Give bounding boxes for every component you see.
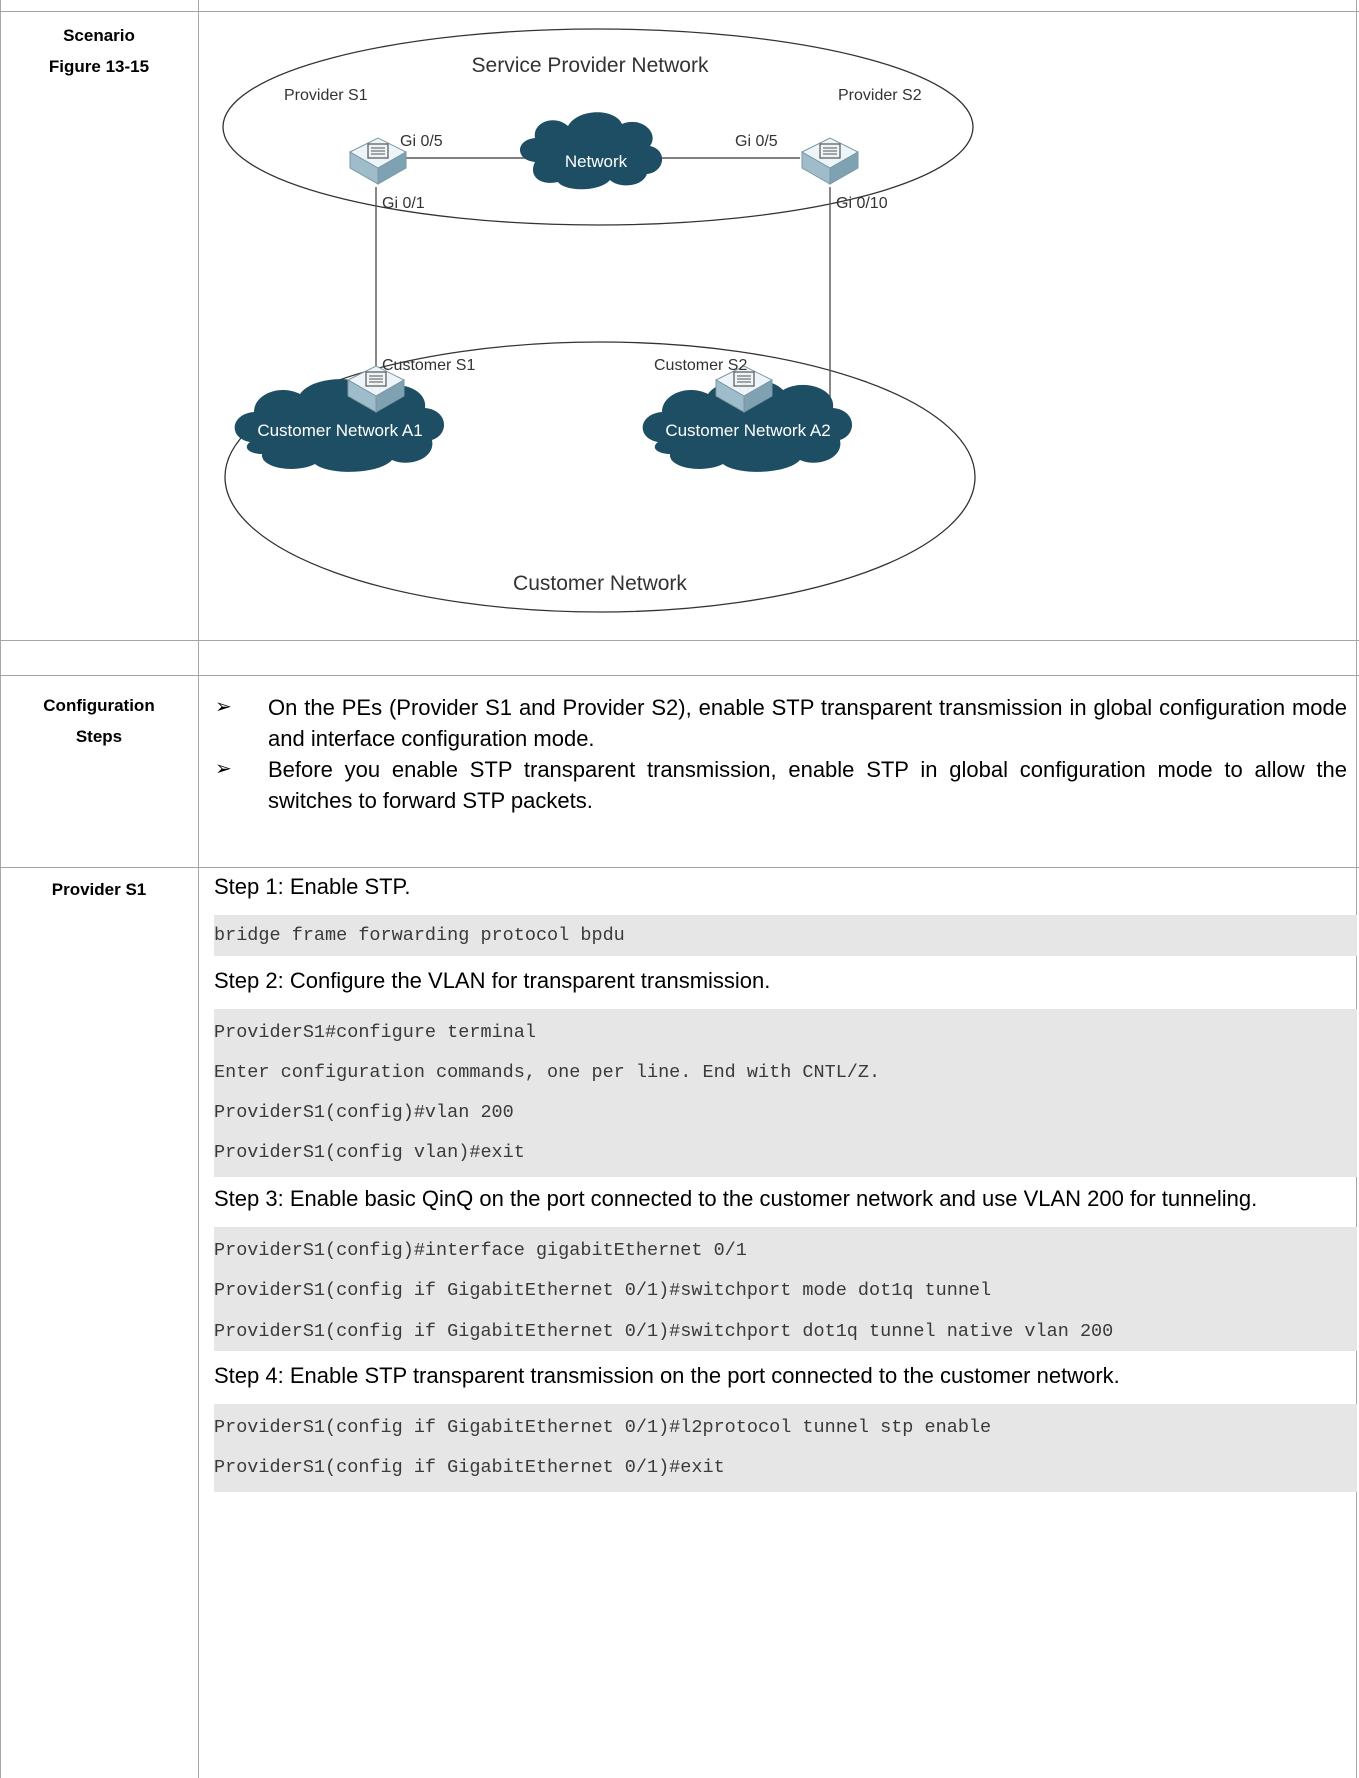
- step-2-text: Step 2: Configure the VLAN for transpare…: [214, 968, 771, 993]
- list-item: ➢ On the PEs (Provider S1 and Provider S…: [215, 692, 1347, 754]
- code-line: ProviderS1#configure terminal: [214, 1022, 536, 1043]
- s1-port-gi01-label: Gi 0/1: [382, 195, 425, 212]
- step-3-code: ProviderS1(config)#interface gigabitEthe…: [214, 1227, 1357, 1351]
- table-border-top: [0, 11, 1359, 12]
- code-line: ProviderS1(config)#interface gigabitEthe…: [214, 1240, 747, 1261]
- figure-label: Figure 13-15: [48, 57, 150, 76]
- row-divider: [0, 640, 1359, 641]
- step-3-text: Step 3: Enable basic QinQ on the port co…: [214, 1186, 1258, 1211]
- step-1-code: bridge frame forwarding protocol bpdu: [214, 915, 1357, 956]
- provider-s1-content: Step 1: Enable STP. bridge frame forward…: [214, 870, 1359, 1492]
- code-line: ProviderS1(config)#vlan 200: [214, 1102, 514, 1123]
- configuration-steps-label: Configuration: [43, 696, 155, 715]
- code-line: Enter configuration commands, one per li…: [214, 1062, 881, 1083]
- customer-s1-switch-icon: [346, 365, 406, 413]
- configuration-steps-list: ➢ On the PEs (Provider S1 and Provider S…: [215, 692, 1347, 816]
- row-divider: [0, 675, 1359, 676]
- provider-s2-diagram-label: Provider S2: [838, 87, 922, 104]
- step-4-text: Step 4: Enable STP transparent transmiss…: [214, 1363, 1120, 1388]
- table-border-right: [1356, 0, 1357, 1778]
- provider-s1-switch-icon: [348, 137, 408, 185]
- scenario-label: Scenario: [63, 26, 135, 45]
- network-cloud-icon: Network: [520, 112, 663, 190]
- code-line: ProviderS1(config if GigabitEthernet 0/1…: [214, 1280, 992, 1301]
- s2-port-gi010-label: Gi 0/10: [836, 195, 888, 212]
- customer-s1-label: Customer S1: [382, 357, 475, 374]
- code-line: ProviderS1(config if GigabitEthernet 0/1…: [214, 1457, 725, 1478]
- customer-network-a2-label: Customer Network A2: [665, 421, 830, 440]
- s2-port-gi05-label: Gi 0/5: [735, 133, 778, 150]
- column-divider: [198, 0, 199, 1778]
- step-4-code: ProviderS1(config if GigabitEthernet 0/1…: [214, 1404, 1357, 1492]
- step-2-code: ProviderS1#configure terminal Enter conf…: [214, 1009, 1357, 1177]
- network-label: Network: [565, 152, 628, 171]
- network-diagram: Network Customer Network A1 Cus: [222, 28, 976, 613]
- service-provider-ellipse: [222, 28, 974, 226]
- customer-s2-label: Customer S2: [654, 357, 747, 374]
- customer-network-label: Customer Network: [513, 572, 687, 595]
- table-border-left: [0, 0, 1, 1778]
- arrow-bullet-icon: ➢: [215, 758, 232, 780]
- customer-network-a1-label: Customer Network A1: [257, 421, 422, 440]
- step-1-text: Step 1: Enable STP.: [214, 874, 411, 899]
- configuration-steps-label-line2: Steps: [75, 727, 123, 746]
- customer-network-ellipse: [224, 341, 976, 613]
- provider-s1-diagram-label: Provider S1: [284, 87, 368, 104]
- config-step-text: Before you enable STP transparent transm…: [268, 757, 1347, 813]
- config-step-text: On the PEs (Provider S1 and Provider S2)…: [268, 695, 1347, 751]
- service-provider-network-label: Service Provider Network: [472, 54, 709, 77]
- customer-network-a1-cloud-icon: Customer Network A1: [234, 379, 445, 472]
- provider-s2-switch-icon: [800, 137, 860, 185]
- code-line: ProviderS1(config if GigabitEthernet 0/1…: [214, 1321, 1114, 1342]
- s1-port-gi05-label: Gi 0/5: [400, 133, 443, 150]
- arrow-bullet-icon: ➢: [215, 696, 232, 718]
- code-line: ProviderS1(config vlan)#exit: [214, 1142, 525, 1163]
- code-line: ProviderS1(config if GigabitEthernet 0/1…: [214, 1417, 992, 1438]
- customer-s2-switch-icon: [714, 365, 774, 413]
- code-line: bridge frame forwarding protocol bpdu: [214, 925, 625, 946]
- customer-network-a2-cloud-icon: Customer Network A2: [642, 379, 853, 472]
- provider-s1-label: Provider S1: [51, 880, 147, 899]
- row-divider: [0, 867, 1359, 868]
- list-item: ➢ Before you enable STP transparent tran…: [215, 754, 1347, 816]
